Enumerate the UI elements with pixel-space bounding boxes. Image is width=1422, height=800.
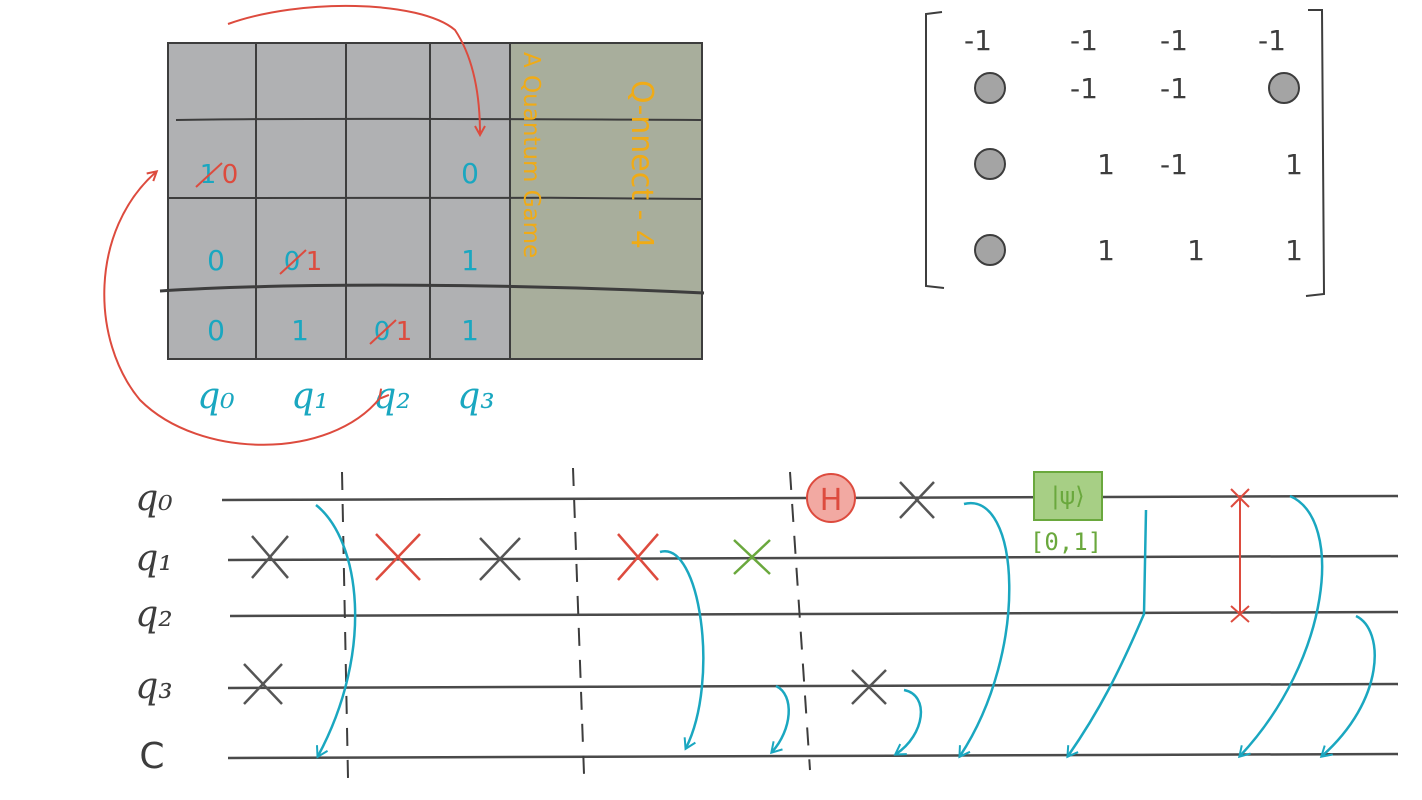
barrier-line <box>572 467 585 775</box>
circuit-wire <box>227 752 1399 760</box>
cell-value: 1 <box>396 317 413 347</box>
state-matrix: -1 -1 -1 -1 -1 -1 1 -1 1 1 1 1 <box>925 9 1326 297</box>
qubit-column-label: q₃ <box>457 376 494 417</box>
circuit-wire <box>221 494 1399 502</box>
matrix-value: 1 <box>1285 148 1303 181</box>
matrix-value: -1 <box>1070 72 1098 105</box>
measure-arrow <box>659 550 705 751</box>
board-title-panel <box>509 42 703 360</box>
qubit-column-labels: q₀ q₁ q₂ q₃ <box>197 376 494 417</box>
left-swap-arrow <box>103 172 380 446</box>
barrier-line <box>789 471 811 771</box>
circuit-wire <box>229 610 1399 618</box>
measure-arrow <box>315 504 357 759</box>
matrix-value: -1 <box>1160 148 1188 181</box>
top-swap-arrow <box>227 4 480 134</box>
qubit-column-label: q₀ <box>197 376 234 417</box>
board-row-divider <box>175 117 703 121</box>
cell-value: 0 <box>207 244 225 277</box>
matrix-token <box>974 148 1006 180</box>
board-title-group: Q-nnect - 4 <box>624 80 659 249</box>
barrier-line <box>341 471 349 779</box>
circuit-wires: q₀ q₁ q₂ q₃ C <box>135 478 1399 777</box>
state-init-label: |ψ⟩ <box>1051 482 1084 510</box>
matrix-cells: -1 -1 -1 -1 -1 -1 1 -1 1 1 1 1 <box>964 24 1303 267</box>
wire-label: q₁ <box>135 538 172 579</box>
x-gate <box>479 537 521 581</box>
wire-label: q₂ <box>135 594 172 635</box>
measure-arrow <box>893 688 923 756</box>
x-gate <box>851 669 887 705</box>
matrix-value: 1 <box>1097 148 1115 181</box>
matrix-value: -1 <box>1258 24 1286 57</box>
x-gate <box>733 539 771 575</box>
cell-value: 0 <box>461 157 479 190</box>
wire-label: q₃ <box>135 666 172 707</box>
matrix-right-bracket <box>1305 9 1326 297</box>
matrix-left-bracket <box>925 11 945 289</box>
cell-value: 1 <box>461 244 479 277</box>
matrix-token <box>974 234 1006 266</box>
board-title-line2: A Quantum Game <box>518 52 544 258</box>
measurement-arrows <box>315 494 1376 759</box>
x-gate <box>243 663 283 705</box>
board-subtitle-group: A Quantum Game <box>518 52 544 258</box>
board-grid-background <box>167 42 511 360</box>
matrix-value: 1 <box>1097 234 1115 267</box>
matrix-value: 1 <box>1285 234 1303 267</box>
cell-value: 1 <box>291 314 309 347</box>
measure-arrow <box>1237 494 1324 759</box>
matrix-value: 1 <box>1187 234 1205 267</box>
cell-value: 1 <box>306 247 323 277</box>
board-row-divider <box>167 196 703 200</box>
measure-arrow <box>1066 509 1148 759</box>
matrix-token <box>1268 72 1300 104</box>
x-gate <box>899 481 935 519</box>
swap-gate <box>1230 488 1250 623</box>
x-gate <box>251 535 289 579</box>
state-init-box <box>1033 471 1103 521</box>
qubit-column-label: q₂ <box>373 376 410 417</box>
board-title-line1: Q-nnect - 4 <box>624 80 659 249</box>
matrix-token <box>974 72 1006 104</box>
measure-arrow <box>770 684 790 755</box>
hadamard-label: H <box>820 483 843 518</box>
x-gate <box>617 533 659 581</box>
hadamard-gate <box>806 473 856 523</box>
quantum-circuit: q₀ q₁ q₂ q₃ C H |ψ⟩ [0,1] <box>135 467 1399 779</box>
circuit-wire <box>227 554 1399 562</box>
matrix-value: -1 <box>964 24 992 57</box>
cell-value: 1 <box>461 314 479 347</box>
matrix-value: -1 <box>1160 24 1188 57</box>
wire-label: C <box>139 736 164 777</box>
wire-label: q₀ <box>135 478 172 519</box>
state-init-range: [0,1] <box>1030 528 1102 556</box>
qubit-column-label: q₁ <box>291 376 328 417</box>
circuit-wire <box>227 682 1399 690</box>
measure-arrow <box>958 501 1011 759</box>
measure-arrow <box>1319 614 1376 758</box>
x-gate <box>375 533 421 581</box>
cell-value: 0 <box>222 160 239 190</box>
matrix-value: -1 <box>1070 24 1098 57</box>
cell-value: 0 <box>207 314 225 347</box>
matrix-value: -1 <box>1160 72 1188 105</box>
